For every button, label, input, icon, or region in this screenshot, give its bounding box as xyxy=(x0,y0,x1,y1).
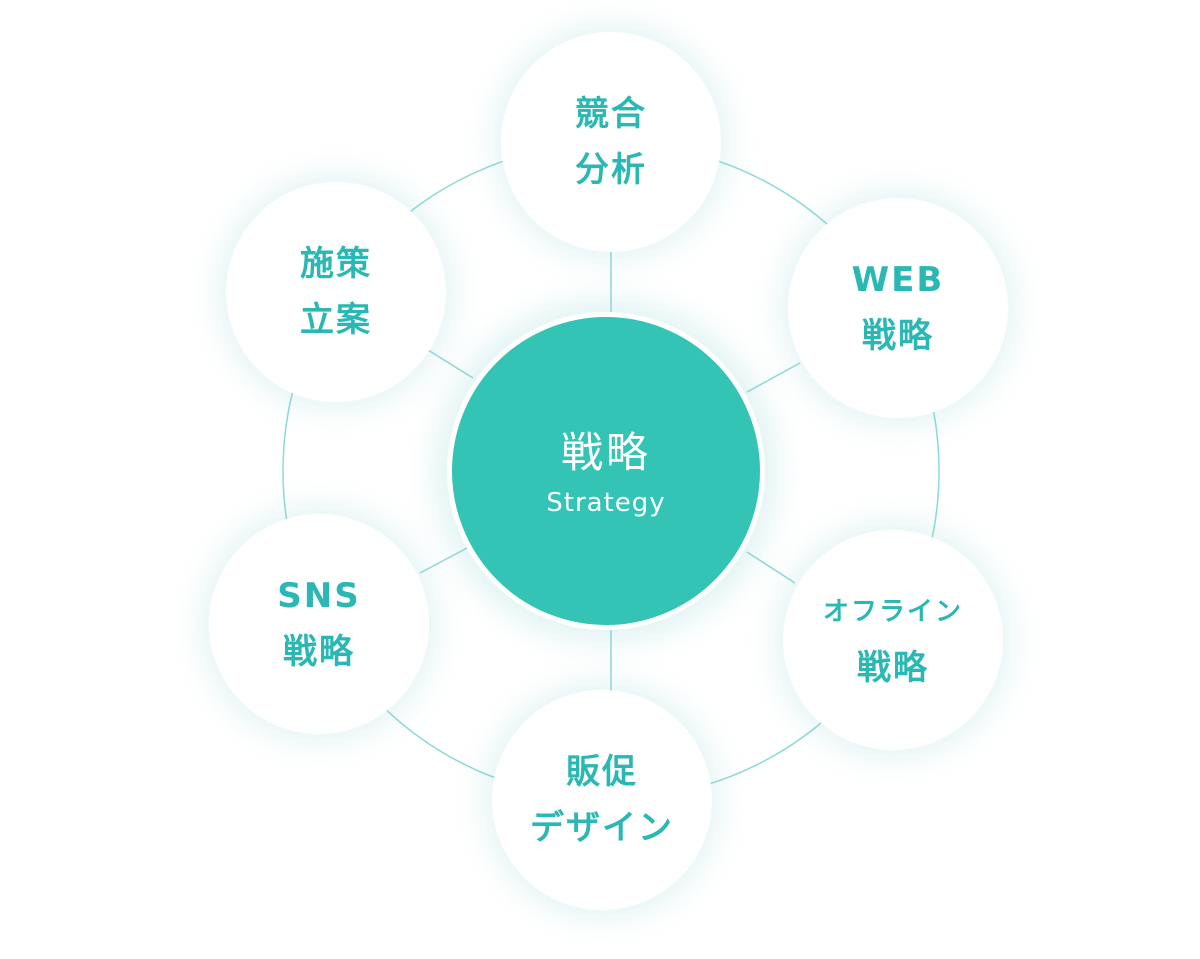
node-label-line1: オフライン xyxy=(822,597,963,627)
node-label-line1: SNS xyxy=(277,576,361,616)
node-label-line1: 競合 xyxy=(575,94,647,134)
node-label-line1: 販促 xyxy=(566,752,638,792)
center-title: 戦略 xyxy=(560,428,651,477)
node-sns-strategy: SNS 戦略 xyxy=(209,514,429,734)
spoke-offline-strategy xyxy=(746,551,796,584)
center-subtitle: Strategy xyxy=(546,488,666,518)
node-label-line2: 戦略 xyxy=(857,648,929,688)
node-promotion-design: 販促 デザイン xyxy=(492,690,712,910)
node-label-line1: WEB xyxy=(851,260,945,300)
node-label-line2: 分析 xyxy=(575,150,647,190)
spoke-sns-strategy xyxy=(419,547,468,574)
spoke-planning xyxy=(427,349,474,379)
node-planning: 施策 立案 xyxy=(226,182,446,402)
spoke-web-strategy xyxy=(746,362,801,393)
center-hub: 戦略 Strategy xyxy=(447,312,765,630)
node-label-line2: 立案 xyxy=(300,300,372,340)
node-label-line2: デザイン xyxy=(530,808,674,848)
node-competitive-analysis: 競合 分析 xyxy=(501,32,721,252)
node-label-line2: 戦略 xyxy=(862,316,934,356)
node-label-line1: 施策 xyxy=(300,244,372,284)
node-label-line2: 戦略 xyxy=(283,632,355,672)
node-web-strategy: WEB 戦略 xyxy=(788,198,1008,418)
node-offline-strategy: オフライン 戦略 xyxy=(783,530,1003,750)
